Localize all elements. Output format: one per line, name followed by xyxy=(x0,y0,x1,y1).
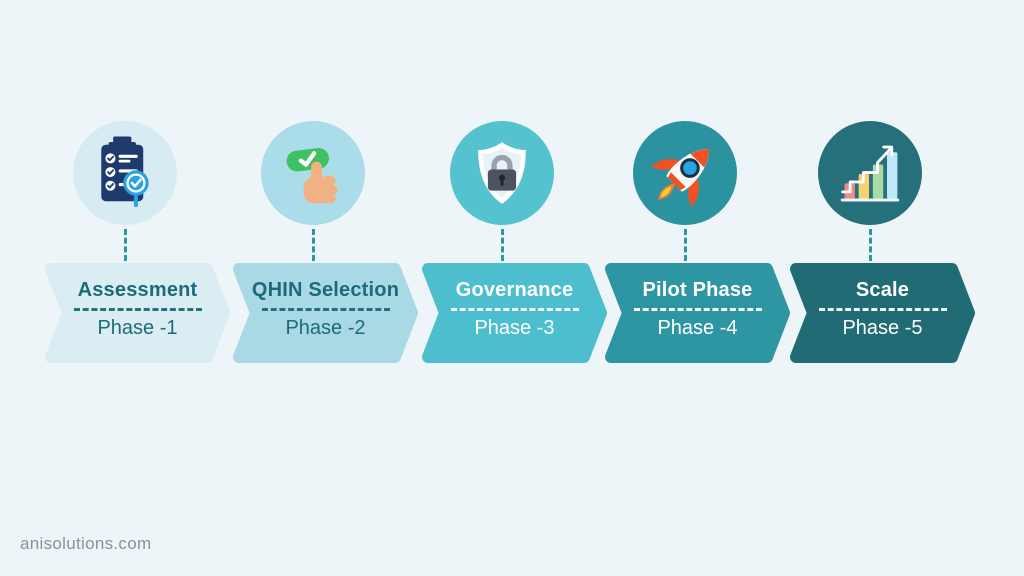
phase-5-connector-line xyxy=(869,229,872,261)
clipboard-checklist-magnifier-icon xyxy=(101,136,149,208)
phase-5-dashed-separator xyxy=(818,308,947,311)
phase-1-title: Assessment xyxy=(77,279,198,301)
phase-3-connector-line xyxy=(501,229,504,261)
shield-lock-icon xyxy=(478,142,526,204)
phase-3-label-block: Governance Phase -3 xyxy=(422,263,607,363)
phase-3-dashed-separator xyxy=(450,308,579,311)
chevron-banner-shape xyxy=(605,263,790,363)
bar-chart-growth-icon xyxy=(840,145,900,202)
phase-2-icon-circle xyxy=(261,121,365,225)
phase-5-number: Phase -5 xyxy=(842,317,923,339)
phase-2-connector-line xyxy=(312,229,315,261)
phase-4-label-block: Pilot Phase Phase -4 xyxy=(605,263,790,363)
phase-4-icon-circle xyxy=(633,121,737,225)
phase-5-arrow: Scale Phase -5 xyxy=(790,263,975,363)
phase-3-arrow: Governance Phase -3 xyxy=(422,263,607,363)
chevron-banner-shape xyxy=(45,263,230,363)
phase-1-connector-line xyxy=(124,229,127,261)
phase-2-group: QHIN Selection Phase -2 xyxy=(233,0,428,576)
phase-1-dashed-separator xyxy=(73,308,202,311)
chevron-banner-shape xyxy=(233,263,418,363)
rocket-icon xyxy=(651,148,710,207)
phase-1-icon-circle xyxy=(73,121,177,225)
phase-4-arrow: Pilot Phase Phase -4 xyxy=(605,263,790,363)
phase-4-connector-line xyxy=(684,229,687,261)
website-url-text: anisolutions.com xyxy=(20,534,152,553)
phase-2-number: Phase -2 xyxy=(285,317,366,339)
phase-2-title: QHIN Selection xyxy=(251,279,400,301)
hand-click-check-icon xyxy=(286,148,338,204)
phase-2-label-block: QHIN Selection Phase -2 xyxy=(233,263,418,363)
phase-5-label-block: Scale Phase -5 xyxy=(790,263,975,363)
phase-1-group: Assessment Phase -1 xyxy=(45,0,240,576)
chevron-banner-shape xyxy=(790,263,975,363)
chevron-banner-shape xyxy=(422,263,607,363)
phase-2-dashed-separator xyxy=(261,308,390,311)
phase-4-dashed-separator xyxy=(633,308,762,311)
phase-4-title: Pilot Phase xyxy=(642,279,753,301)
phase-4-number: Phase -4 xyxy=(657,317,738,339)
phase-5-title: Scale xyxy=(855,279,910,301)
phase-5-icon-circle xyxy=(818,121,922,225)
phase-5-group: Scale Phase -5 xyxy=(790,0,985,576)
phase-3-number: Phase -3 xyxy=(474,317,555,339)
phase-1-label-block: Assessment Phase -1 xyxy=(45,263,230,363)
phase-4-group: Pilot Phase Phase -4 xyxy=(605,0,800,576)
phase-3-title: Governance xyxy=(455,279,574,301)
phase-1-arrow: Assessment Phase -1 xyxy=(45,263,230,363)
phase-2-arrow: QHIN Selection Phase -2 xyxy=(233,263,418,363)
phase-1-number: Phase -1 xyxy=(97,317,178,339)
phase-3-icon-circle xyxy=(450,121,554,225)
phase-3-group: Governance Phase -3 xyxy=(422,0,617,576)
